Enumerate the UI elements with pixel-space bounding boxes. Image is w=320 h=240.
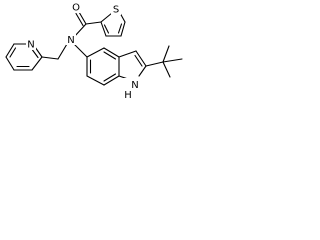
bond-py-c5-c4 [5, 56, 15, 71]
bond-n-ch2 [57, 43, 68, 60]
bond-py-c2-n-inner [31, 49, 39, 59]
bond-ch2-pyridine [41, 56, 59, 60]
bond-cq-me3 [162, 61, 171, 78]
bond-ind-c5-c4 [86, 47, 105, 58]
bond-ind-c7a-c7 [103, 75, 120, 86]
bond-py-c6-c5-inner [9, 47, 17, 58]
bond-thiophene-carbonyl [85, 21, 102, 25]
tert-butyl-group [145, 45, 183, 78]
bond-ind-c7-c6 [86, 75, 105, 86]
bond-py-c6-c5 [5, 43, 15, 58]
sulfur-label: S [113, 5, 119, 16]
bond-cq-me2 [162, 58, 183, 63]
bond-n-indole [73, 43, 88, 58]
bond-c4-c5 [120, 21, 126, 37]
bond-ind-c4-c3a [103, 47, 120, 58]
pyridine-ring [5, 43, 43, 71]
thiophene-ring [100, 12, 126, 37]
bond-c-o-1 [78, 11, 87, 25]
bond-c2-c3 [100, 21, 107, 37]
pyridine-nitrogen-label: N [27, 40, 34, 51]
bond-ind-c7a-c7-inner [103, 73, 117, 82]
oxygen-label: O [72, 3, 80, 14]
bond-pyr-c3a-c3 [118, 50, 137, 58]
bond-pyr-c3-c2-inner [134, 54, 143, 67]
atom-labels: S O N N H N [26, 2, 139, 101]
indole-nh-hydrogen-label: H [124, 90, 132, 101]
carbonyl-group [75, 11, 87, 27]
bond-c-o-2 [75, 12, 84, 27]
bond-pyr-c3-c2 [135, 50, 147, 67]
indole-benzene-ring [86, 47, 120, 86]
bond-c2-c3-inner [103, 24, 110, 34]
indole-nh-nitrogen-label: N [131, 80, 138, 91]
bond-py-c3-c2 [31, 56, 43, 71]
molecule-canvas: S O N N H N [5, 2, 183, 101]
bond-c2-cq [145, 61, 164, 67]
bond-pyr-c2-n1 [138, 65, 147, 77]
amide-nitrogen-label: N [67, 35, 74, 46]
structure-diagram: S O N N H N [0, 0, 190, 116]
bond-py-c2-n [34, 46, 43, 58]
bond-cq-me1 [162, 45, 170, 63]
bond-c4-c5-inner [117, 23, 123, 34]
bond-s-c2 [100, 12, 113, 23]
bond-ind-c4-c3a-inner [103, 51, 117, 60]
indole-pyrrole-ring [118, 50, 147, 81]
